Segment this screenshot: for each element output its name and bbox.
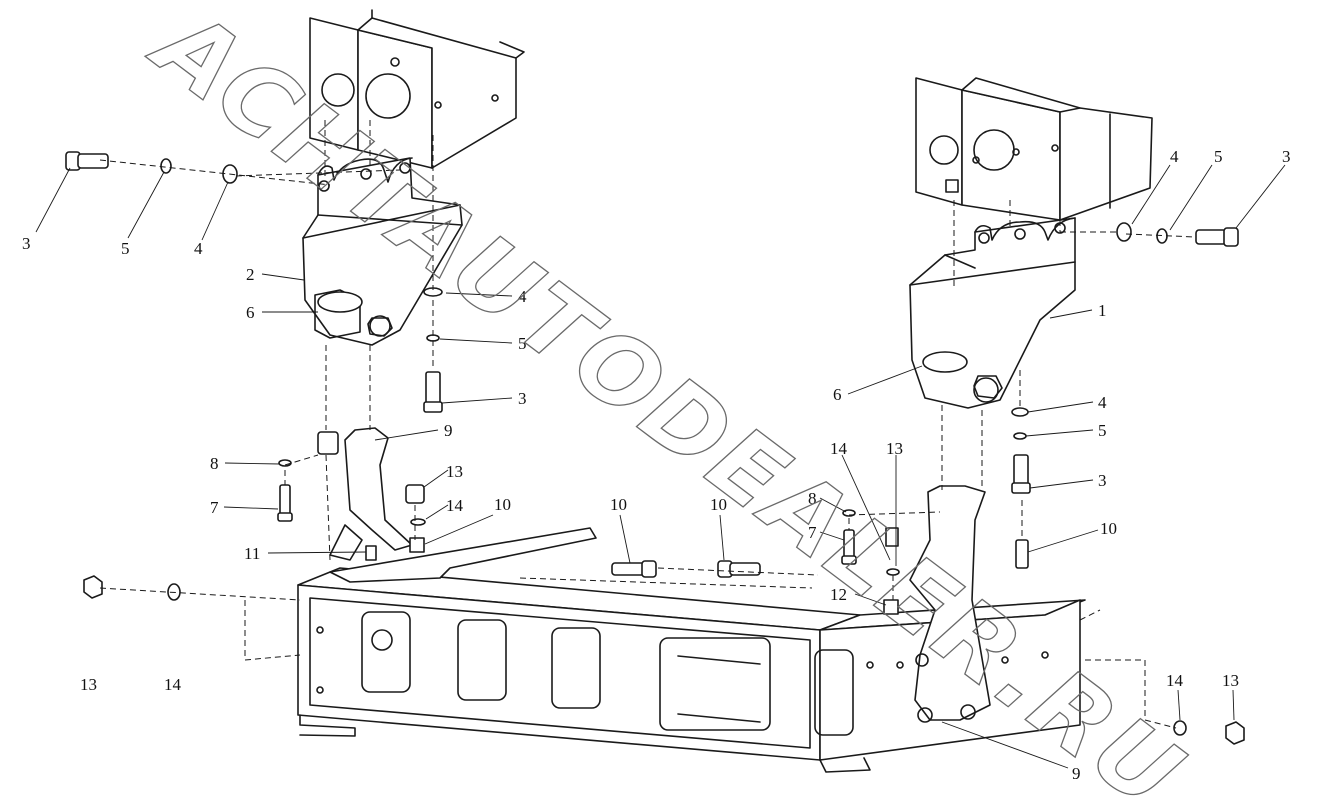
callout-4-mid: 4 (518, 287, 527, 306)
left-frame-rail-section (309, 9, 525, 169)
callout-14-bottom-left: 14 (164, 675, 182, 694)
callout-13-right: 13 (886, 439, 903, 458)
callout-3-mid: 3 (518, 389, 527, 408)
assembly-axis-lines (99, 120, 1197, 729)
callout-8-right: 8 (808, 489, 817, 508)
right-support-arm (883, 485, 991, 723)
callout-6-left: 6 (246, 303, 255, 322)
callout-10-a: 10 (494, 495, 511, 514)
callout-14-right: 14 (830, 439, 848, 458)
callout-6-right: 6 (833, 385, 842, 404)
callout-8-left: 8 (210, 454, 219, 473)
callout-4-right: 4 (1170, 147, 1179, 166)
callout-9-bottom: 9 (1072, 764, 1081, 783)
callout-13-left: 13 (446, 462, 463, 481)
callout-12: 12 (830, 585, 847, 604)
callout-labels: 3 5 4 2 6 4 5 3 9 8 13 7 14 10 11 10 10 … (22, 147, 1291, 783)
callout-14-left: 14 (446, 496, 464, 515)
callout-13-bottom-left: 13 (80, 675, 97, 694)
callout-5-left: 5 (121, 239, 130, 258)
callout-14-bottom-right: 14 (1166, 671, 1184, 690)
callout-11: 11 (244, 544, 260, 563)
callout-13-bottom-right: 13 (1222, 671, 1239, 690)
callout-9-top: 9 (444, 421, 453, 440)
callout-3-right: 3 (1282, 147, 1291, 166)
left-support-arm (317, 427, 425, 561)
callout-7-right: 7 (808, 523, 817, 542)
callout-4-right-lower: 4 (1098, 393, 1107, 412)
callout-3-left: 3 (22, 234, 31, 253)
left-mount-bracket (302, 157, 463, 346)
callout-1: 1 (1098, 301, 1107, 320)
callout-3-right-lower: 3 (1098, 471, 1107, 490)
callout-10-right: 10 (1100, 519, 1117, 538)
callout-5-right: 5 (1214, 147, 1223, 166)
right-mount-bracket (909, 217, 1076, 409)
callout-7-left: 7 (210, 498, 219, 517)
callout-5-mid: 5 (518, 334, 527, 353)
leader-lines (35, 164, 1286, 769)
callout-4-left: 4 (194, 239, 203, 258)
callout-2: 2 (246, 265, 255, 284)
right-frame-rail-section (915, 77, 1153, 221)
callout-5-right-lower: 5 (1098, 421, 1107, 440)
callout-10-b: 10 (610, 495, 627, 514)
left-top-plate (329, 527, 597, 583)
callout-10-c: 10 (710, 495, 727, 514)
